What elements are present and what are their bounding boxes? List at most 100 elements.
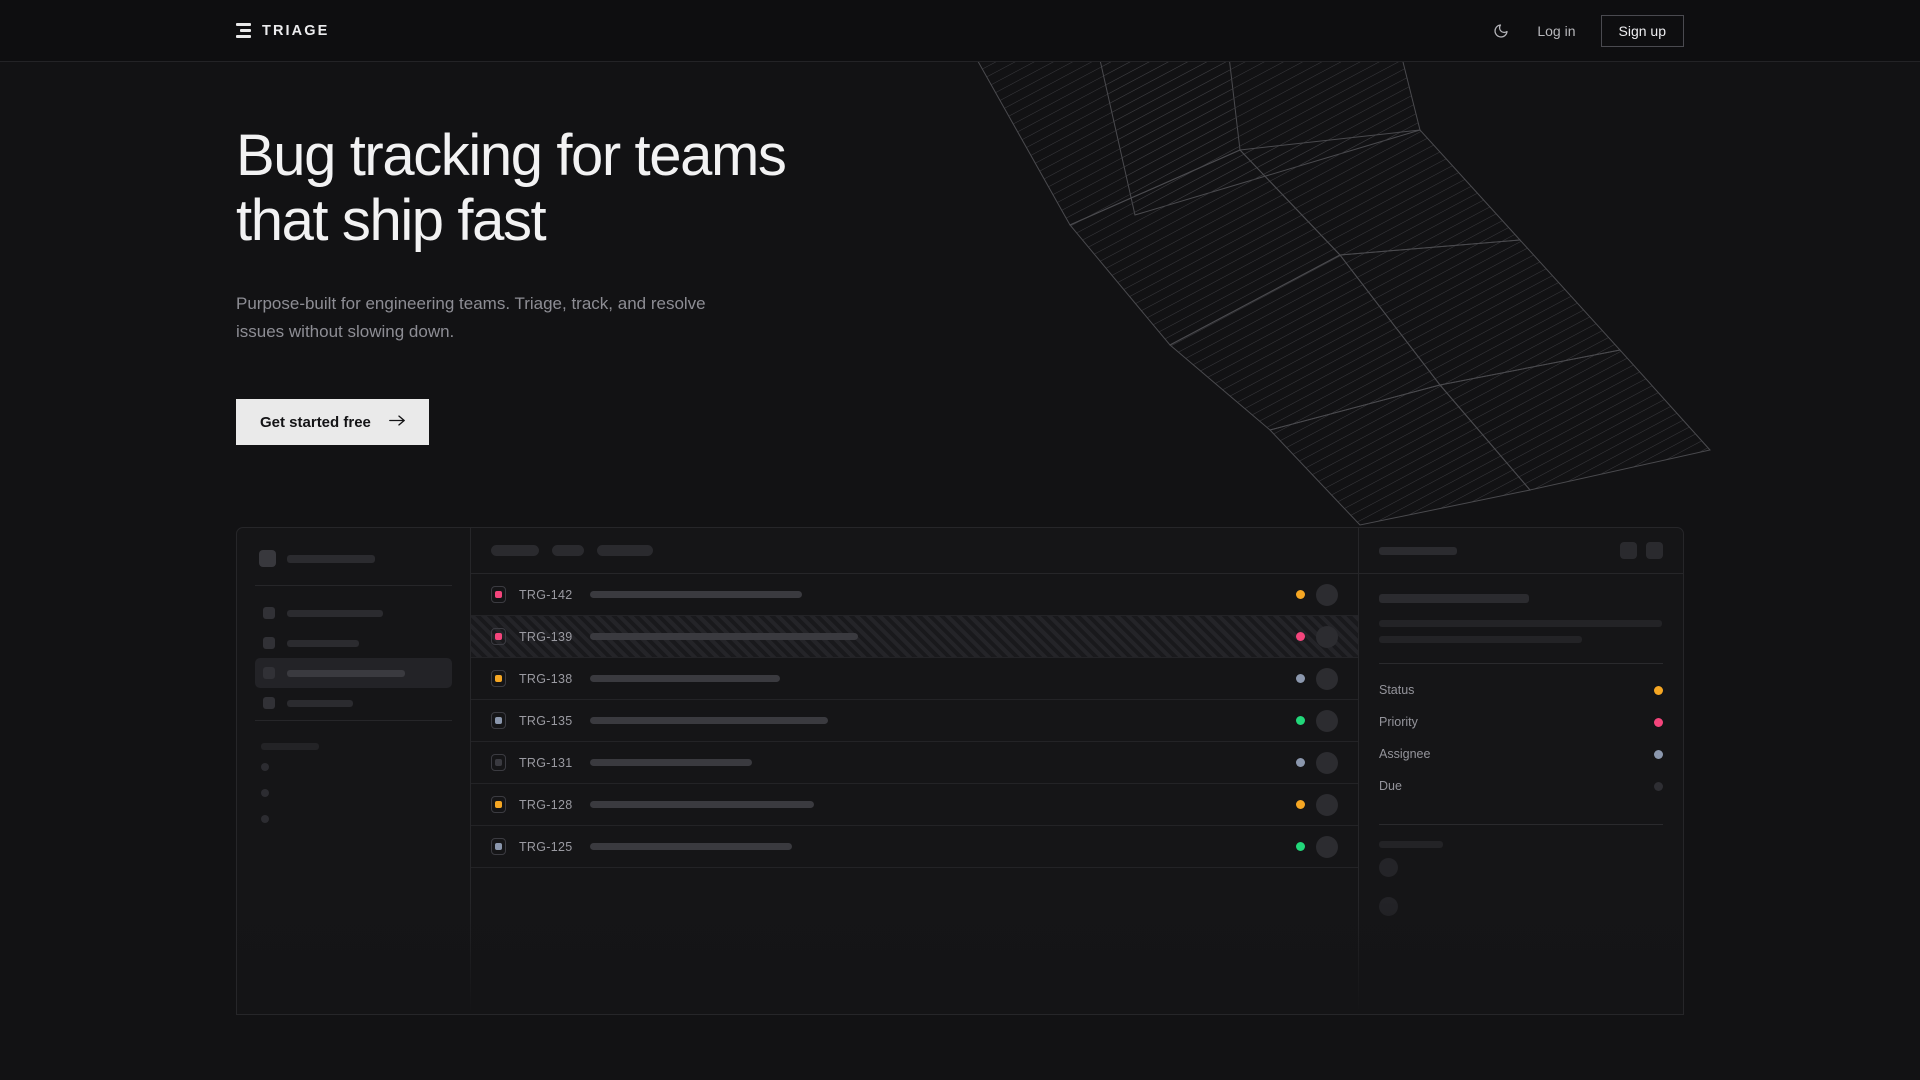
priority-indicator[interactable] <box>491 796 506 813</box>
assignee-avatar[interactable] <box>1316 793 1338 816</box>
issue-row[interactable]: TRG-142 <box>471 574 1358 616</box>
issue-title-placeholder <box>590 801 814 808</box>
sidebar-section-label <box>255 733 452 754</box>
priority-indicator[interactable] <box>491 712 506 729</box>
issue-row[interactable]: TRG-128 <box>471 784 1358 826</box>
get-started-button[interactable]: Get started free <box>236 399 429 445</box>
sidebar-item-0[interactable] <box>255 598 452 628</box>
assignee-avatar[interactable] <box>1316 835 1338 858</box>
issue-row[interactable]: TRG-138 <box>471 658 1358 700</box>
assignee-avatar[interactable] <box>1316 751 1338 774</box>
status-dot <box>1296 590 1305 599</box>
assignee-avatar[interactable] <box>1316 667 1338 690</box>
detail-meta-priority[interactable]: Priority <box>1379 706 1663 738</box>
issue-row[interactable]: TRG-125 <box>471 826 1358 868</box>
detail-header <box>1359 528 1683 574</box>
detail-action-button[interactable] <box>1646 542 1663 559</box>
detail-divider <box>1379 663 1663 664</box>
detail-action-button[interactable] <box>1620 542 1637 559</box>
activity-item <box>1379 887 1663 926</box>
sidebar-item-1[interactable] <box>255 628 452 658</box>
login-link[interactable]: Log in <box>1537 22 1576 39</box>
priority-indicator[interactable] <box>491 670 506 687</box>
priority-indicator[interactable] <box>491 628 506 645</box>
workspace-avatar <box>259 550 276 567</box>
mockup-sidebar <box>237 528 471 1014</box>
sidebar-item-icon <box>263 667 275 679</box>
activity-avatar <box>1379 858 1398 877</box>
cta-label: Get started free <box>260 413 371 431</box>
filter-chip[interactable] <box>491 545 539 556</box>
issue-id: TRG-139 <box>519 629 573 644</box>
detail-meta-label: Assignee <box>1379 747 1431 761</box>
workspace-switcher[interactable] <box>255 542 452 583</box>
detail-meta-value-dot <box>1654 749 1663 759</box>
detail-meta-value-dot <box>1654 717 1663 727</box>
sidebar-item-label <box>287 609 383 617</box>
priority-dot <box>495 675 502 682</box>
brand-logo[interactable]: TRIAGE <box>236 23 329 39</box>
sidebar-item-3[interactable] <box>255 688 452 718</box>
sidebar-item-icon <box>263 607 275 619</box>
detail-meta-due[interactable]: Due <box>1379 770 1663 802</box>
sidebar-mini-dot <box>261 789 269 797</box>
status-dot <box>1296 800 1305 809</box>
sidebar-mini-dot <box>261 815 269 823</box>
list-toolbar <box>471 528 1358 574</box>
priority-dot <box>495 591 502 598</box>
activity-avatar <box>1379 897 1398 916</box>
priority-dot <box>495 717 502 724</box>
priority-indicator[interactable] <box>491 754 506 771</box>
issue-id: TRG-135 <box>519 713 573 728</box>
sidebar-item-2[interactable] <box>255 658 452 688</box>
issue-id: TRG-142 <box>519 587 573 602</box>
stacked-bars-logo-icon <box>236 23 251 38</box>
moon-icon[interactable] <box>1490 20 1512 42</box>
issue-title-placeholder <box>590 759 752 766</box>
arrow-right-icon <box>388 414 405 431</box>
assignee-avatar[interactable] <box>1316 625 1338 648</box>
list-empty-space <box>471 868 1358 1014</box>
issue-id: TRG-138 <box>519 671 573 686</box>
detail-divider-2 <box>1379 824 1663 825</box>
issue-id: TRG-131 <box>519 755 573 770</box>
detail-meta-value-dot <box>1654 781 1663 791</box>
filter-chip[interactable] <box>552 545 584 556</box>
issue-title-placeholder <box>590 843 792 850</box>
site-header: TRIAGE Log in Sign up <box>0 0 1920 62</box>
status-dot <box>1296 758 1305 767</box>
sidebar-item-icon <box>263 697 275 709</box>
sidebar-mini-item[interactable] <box>255 806 452 832</box>
sidebar-mini-item[interactable] <box>255 754 452 780</box>
issue-id: TRG-128 <box>519 797 573 812</box>
detail-activity-list <box>1379 848 1663 926</box>
detail-meta-value-dot <box>1654 685 1663 695</box>
detail-heading-placeholder <box>1379 594 1529 603</box>
priority-indicator[interactable] <box>491 838 506 855</box>
assignee-avatar[interactable] <box>1316 709 1338 732</box>
sidebar-mini-item[interactable] <box>255 780 452 806</box>
detail-meta-status[interactable]: Status <box>1379 674 1663 706</box>
status-dot <box>1296 674 1305 683</box>
sidebar-mini-list <box>255 754 452 832</box>
detail-meta-assignee[interactable]: Assignee <box>1379 738 1663 770</box>
workspace-name-placeholder <box>287 554 375 563</box>
priority-dot <box>495 843 502 850</box>
issue-title-placeholder <box>590 717 828 724</box>
issue-row[interactable]: TRG-139 <box>471 616 1358 658</box>
assignee-avatar[interactable] <box>1316 583 1338 606</box>
issue-row[interactable]: TRG-131 <box>471 742 1358 784</box>
issue-row[interactable]: TRG-135 <box>471 700 1358 742</box>
filter-chip[interactable] <box>597 545 653 556</box>
signup-button[interactable]: Sign up <box>1600 14 1684 47</box>
priority-dot <box>495 801 502 808</box>
issue-id: TRG-125 <box>519 839 573 854</box>
priority-indicator[interactable] <box>491 586 506 603</box>
sidebar-nav <box>255 598 452 718</box>
priority-dot <box>495 759 502 766</box>
